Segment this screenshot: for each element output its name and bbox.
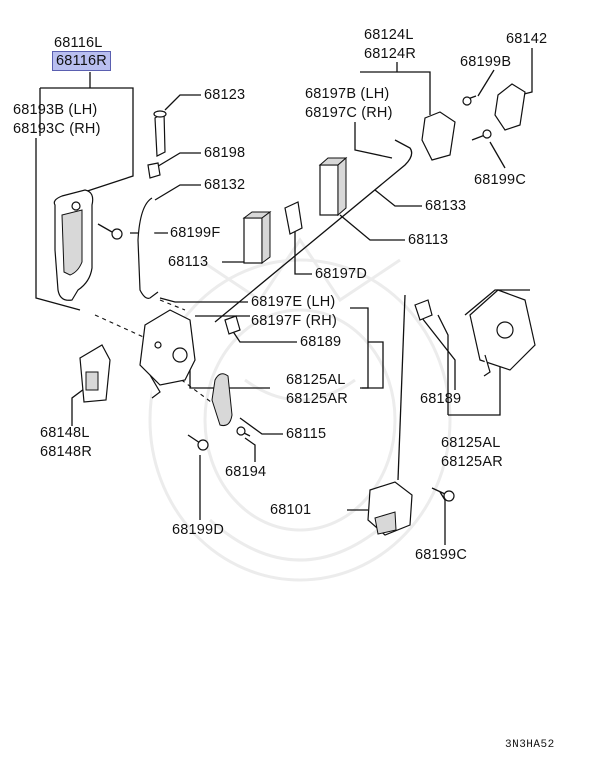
- label-68125AR-a: 68125AR: [286, 391, 348, 407]
- label-68197F: 68197F (RH): [251, 313, 338, 329]
- part-bolt-68199F: [97, 223, 123, 240]
- label-68194: 68194: [225, 464, 267, 480]
- label-68116L: 68116L: [54, 35, 103, 51]
- label-68197C: 68197C (RH): [305, 105, 393, 121]
- label-68113-b: 68113: [408, 232, 449, 248]
- label-68113-a: 68113: [168, 254, 209, 270]
- label-68199F: 68199F: [170, 225, 221, 241]
- label-68116R-highlighted[interactable]: 68116R: [52, 51, 111, 71]
- label-68133: 68133: [425, 198, 467, 214]
- part-clip-68197D: [284, 201, 303, 235]
- part-lock-latch-right: [469, 289, 536, 377]
- part-inside-handle: [79, 344, 111, 403]
- label-68142: 68142: [506, 31, 548, 47]
- part-clip-68189a: [224, 315, 241, 335]
- label-68189-b: 68189: [420, 391, 462, 407]
- diagram-code: 3N3HA52: [505, 739, 555, 751]
- label-68193B: 68193B (LH): [13, 102, 98, 118]
- label-68132: 68132: [204, 177, 246, 193]
- label-68199D: 68199D: [172, 522, 224, 538]
- part-lock-rod: [397, 294, 406, 481]
- part-screw-68194: [236, 426, 251, 437]
- label-68148L: 68148L: [40, 425, 90, 441]
- part-rod-68133: [214, 139, 413, 323]
- label-68197E: 68197E (LH): [251, 294, 336, 310]
- label-68125AL-a: 68125AL: [286, 372, 346, 388]
- label-68148R: 68148R: [40, 444, 92, 460]
- part-lock-latch-left: [139, 309, 196, 399]
- label-68193C: 68193C (RH): [13, 121, 101, 137]
- label-68189-a: 68189: [300, 334, 342, 350]
- part-striker-68142: [494, 83, 526, 131]
- part-lever-68115: [211, 373, 233, 426]
- part-clip-68189b: [414, 299, 433, 321]
- part-rod-68132: [137, 197, 159, 299]
- part-bracket-68124: [421, 111, 456, 161]
- label-68124R: 68124R: [364, 46, 416, 62]
- part-block-68113a: [242, 211, 272, 264]
- label-68197D: 68197D: [315, 266, 367, 282]
- label-68199C-a: 68199C: [474, 172, 526, 188]
- watermark-emblem: [148, 237, 452, 582]
- part-clip-68198: [147, 162, 161, 179]
- part-rod-68123: [153, 110, 167, 157]
- label-68199C-b: 68199C: [415, 547, 467, 563]
- label-68115: 68115: [286, 426, 327, 442]
- part-block-68113b: [318, 156, 348, 217]
- part-bolt-68199B: [462, 95, 477, 106]
- label-68123: 68123: [204, 87, 246, 103]
- part-bolt-68199Ca: [471, 129, 492, 141]
- label-68198: 68198: [204, 145, 246, 161]
- label-68125AL-b: 68125AL: [441, 435, 501, 451]
- label-68197B: 68197B (LH): [305, 86, 390, 102]
- label-68124L: 68124L: [364, 27, 414, 43]
- label-68199B: 68199B: [460, 54, 512, 70]
- part-actuator-68101: [367, 481, 413, 536]
- label-68101: 68101: [270, 502, 312, 518]
- label-68125AR-b: 68125AR: [441, 454, 503, 470]
- part-bolt-68199Cb: [431, 487, 455, 502]
- part-outside-handle: [53, 189, 94, 301]
- part-bolt-68199D: [187, 434, 209, 451]
